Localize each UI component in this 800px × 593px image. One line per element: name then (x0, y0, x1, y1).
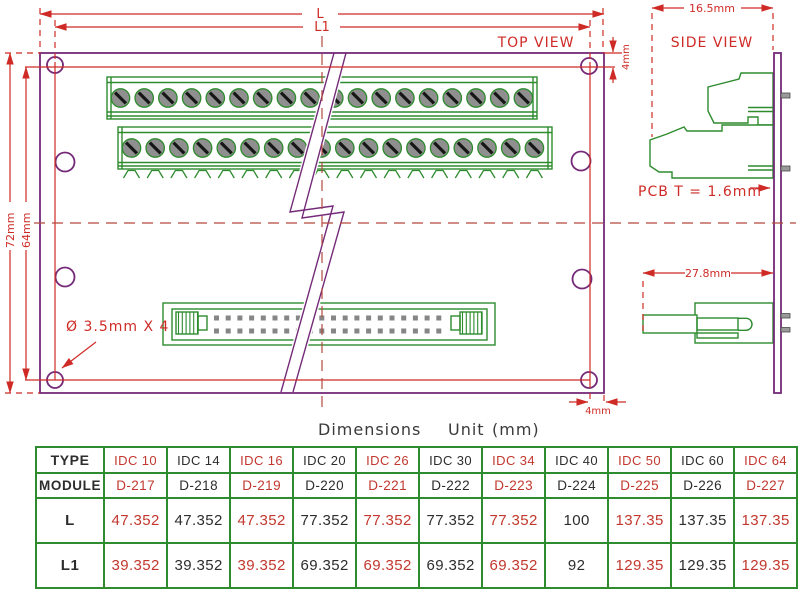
table-cell: IDC 10 (103, 446, 169, 474)
table-cell: 69.352 (292, 542, 358, 589)
table-cell: 137.35 (733, 497, 799, 544)
table-cell: 129.35 (733, 542, 799, 589)
centerlines (34, 36, 796, 412)
mounting-hole (580, 57, 598, 75)
table-cell: 92 (544, 542, 610, 589)
dim-label-16-5mm: 16.5mm (689, 2, 735, 15)
side-view-label: SIDE VIEW (671, 35, 754, 51)
table-cell: 137.35 (607, 497, 673, 544)
dim-label-72mm: 72mm (4, 213, 17, 248)
dim-label-27-8mm: 27.8mm (685, 267, 731, 280)
solder-pin (780, 92, 791, 99)
table-cell: IDC 64 (733, 446, 799, 474)
table-cell: 77.352 (418, 497, 484, 544)
table-cell: 77.352 (355, 497, 421, 544)
table-cell: 39.352 (166, 542, 232, 589)
table-cell: D-227 (733, 472, 799, 499)
table-row-header: L1 (34, 542, 106, 589)
terminal-block-row1 (106, 76, 538, 120)
table-cell: 39.352 (229, 542, 295, 589)
table-cell: 137.35 (670, 497, 736, 544)
side-view-dimensions: 16.5mm SIDE VIEW PCB T = 1.6mm 27.8mm (638, 2, 774, 334)
hole-diameter-note: Ø 3.5mm X 4 (66, 319, 169, 335)
table-cell: D-225 (607, 472, 673, 499)
solder-pin (780, 313, 791, 319)
table-cell: D-223 (481, 472, 547, 499)
top-view-label: TOP VIEW (497, 35, 575, 51)
table-cell: IDC 30 (418, 446, 484, 474)
table-cell: D-218 (166, 472, 232, 499)
table-cell: IDC 40 (544, 446, 610, 474)
terminal-block-row2 (117, 126, 553, 179)
table-cell: IDC 50 (607, 446, 673, 474)
dim-label-L: L (316, 7, 324, 22)
table-cell: 69.352 (481, 542, 547, 589)
board-hole (54, 151, 76, 173)
top-view-dimensions: L L1 72mm 64mm 4mm 4mm Ø 3.5mm X 4 TOP V… (4, 7, 632, 417)
table-row-header: MODULE (34, 472, 106, 499)
table-cell: IDC 20 (292, 446, 358, 474)
caption-title: Dimensions (318, 420, 422, 439)
table-cell: 39.352 (103, 542, 169, 589)
board-hole (570, 150, 592, 172)
table-cell: 77.352 (292, 497, 358, 544)
side-view-terminal-profiles (649, 72, 774, 179)
table-cell: 129.35 (670, 542, 736, 589)
dim-label-L1: L1 (314, 20, 330, 35)
terminal-screws-row1 (110, 88, 534, 108)
pcb-thickness-label: PCB T = 1.6mm (638, 184, 762, 200)
table-cell: D-226 (670, 472, 736, 499)
dim-label-64mm: 64mm (20, 213, 33, 248)
board-hole (54, 266, 76, 288)
dimension-drawing: L L1 72mm 64mm 4mm 4mm Ø 3.5mm X 4 TOP V… (4, 2, 796, 417)
table-cell: IDC 26 (355, 446, 421, 474)
table-row-header: L (34, 497, 106, 544)
dimensions-caption: Dimensions Unit (mm) (0, 420, 800, 442)
board-hole (571, 268, 593, 290)
table-cell: 77.352 (481, 497, 547, 544)
table-cell: 47.352 (103, 497, 169, 544)
table-cell: IDC 60 (670, 446, 736, 474)
table-cell: 100 (544, 497, 610, 544)
caption-unit-label: Unit (448, 420, 485, 439)
idc-header-connector (162, 302, 496, 346)
solder-pin (780, 327, 791, 333)
side-view: 16.5mm SIDE VIEW PCB T = 1.6mm 27.8mm (638, 2, 791, 394)
table-cell: 69.352 (355, 542, 421, 589)
latch-hatch-lines (177, 312, 483, 334)
table-cell: D-220 (292, 472, 358, 499)
dim-label-4mm-bottom: 4mm (585, 406, 611, 417)
table-cell: D-219 (229, 472, 295, 499)
table-cell: D-221 (355, 472, 421, 499)
side-view-idc-profile (642, 302, 774, 344)
table-cell: 129.35 (607, 542, 673, 589)
table-cell: D-222 (418, 472, 484, 499)
table-cell: 47.352 (229, 497, 295, 544)
table-cell: IDC 14 (166, 446, 232, 474)
solder-pin (780, 165, 791, 172)
table-cell: IDC 34 (481, 446, 547, 474)
table-cell: 69.352 (418, 542, 484, 589)
table-cell: IDC 16 (229, 446, 295, 474)
dim-label-4mm-top: 4mm (621, 44, 632, 70)
table-cell: 47.352 (166, 497, 232, 544)
table-row-header: TYPE (34, 446, 106, 474)
table-cell: D-217 (103, 472, 169, 499)
caption-unit-value: (mm) (492, 420, 540, 439)
terminal-block-feet (122, 169, 543, 179)
table-cell: D-224 (544, 472, 610, 499)
